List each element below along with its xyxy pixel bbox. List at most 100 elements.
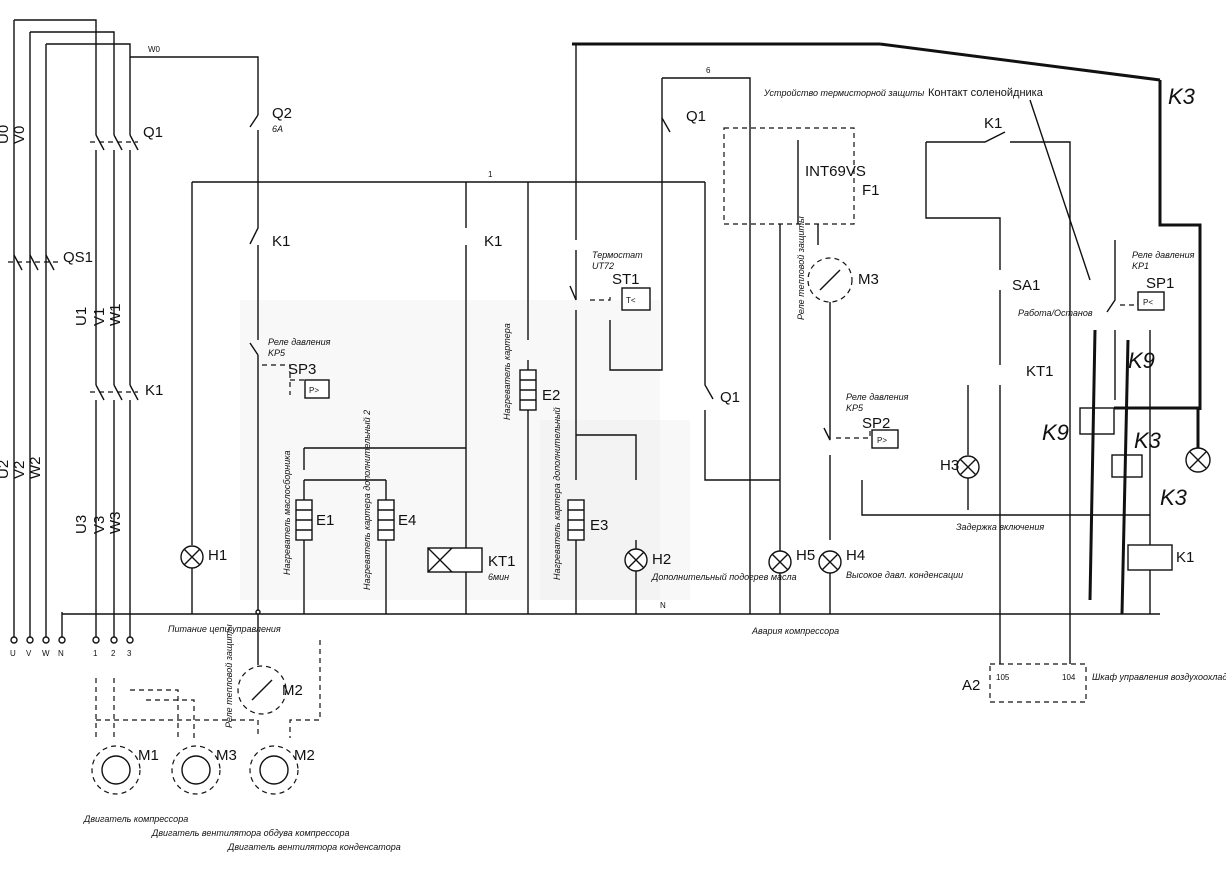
sp3-pressure-box (304, 379, 330, 399)
label-k1-aux: K1 (272, 233, 290, 250)
label-e4: E4 (398, 512, 416, 529)
label-k3-hand-2: K3 (1160, 485, 1188, 510)
label-u2: U2 (0, 460, 12, 479)
q1-ctrl-contact (661, 117, 671, 133)
m2-link (289, 640, 321, 738)
terminal-2: 2 (111, 649, 116, 658)
label-sa1: SA1 (1012, 277, 1040, 294)
k1-coil-icon (1127, 544, 1173, 571)
label-e4-note: Нагреватель картера дополнительный 2 (362, 410, 372, 590)
label-f1: F1 (862, 182, 880, 199)
motor-feeders (95, 678, 259, 738)
e2-heater-icon (519, 369, 537, 411)
terminal-3: 3 (127, 649, 132, 658)
label-m1-note: Двигатель компрессора (83, 814, 188, 824)
label-h4-note: Высокое давл. конденсации (846, 570, 963, 580)
sp1-pressure-box (1137, 291, 1165, 311)
label-sp2-title: Реле давления (846, 392, 909, 402)
wire-st1 (569, 44, 637, 614)
label-kt1-time: 6мин (488, 572, 509, 582)
paper-tint-2 (540, 420, 690, 600)
label-m1: M1 (138, 747, 159, 764)
label-k1-nc: K1 (484, 233, 502, 250)
wire-e4 (304, 479, 387, 614)
terminal-n: N (58, 649, 64, 658)
label-e2: E2 (542, 387, 560, 404)
label-f1-model: INT69VS (805, 163, 866, 180)
label-k1-coil: K1 (1176, 549, 1194, 566)
label-h2-note: Дополнительный подогрев масла (651, 572, 797, 582)
label-m3: M3 (858, 271, 879, 288)
label-w3: W3 (107, 512, 124, 535)
label-k1-right: K1 (984, 115, 1002, 132)
label-q1: Q1 (143, 124, 163, 141)
m2-motor-icon (249, 745, 299, 795)
wire-handdrawn (1114, 80, 1202, 448)
label-sp3: SP3 (288, 361, 316, 378)
label-sp1-title: Реле давления (1132, 250, 1195, 260)
wire-st1-return (609, 78, 663, 371)
sp2-symbol: P> (877, 436, 887, 445)
label-q1-aux: Q1 (720, 389, 740, 406)
label-a2-105: 105 (996, 673, 1010, 682)
a2-cabinet-frame (989, 663, 1087, 703)
label-a2: A2 (962, 677, 980, 694)
label-m2-top-note: Реле тепловой защиты (224, 624, 234, 728)
label-f1-title: Устройство термисторной защиты (763, 88, 925, 98)
label-u3: U3 (73, 515, 90, 534)
sp2-link (836, 430, 871, 439)
label-qs1: QS1 (63, 249, 93, 266)
label-v1: V1 (91, 308, 108, 326)
terminal-u: U (10, 649, 16, 658)
label-e3: E3 (590, 517, 608, 534)
kt1-timer-icon (427, 547, 483, 573)
terminal-w: W (42, 649, 50, 658)
sp2-pressure-box (871, 429, 899, 449)
k9-coil-icon (1079, 407, 1115, 435)
label-sp1: SP1 (1146, 275, 1174, 292)
label-m3-note: Реле тепловой защиты (796, 216, 806, 320)
bus-6 (662, 77, 751, 90)
label-h5: H5 (796, 547, 815, 564)
label-v0: V0 (11, 126, 28, 144)
sp1-symbol: P< (1143, 298, 1153, 307)
sp1-link (1120, 300, 1139, 306)
h2-lamp-icon (624, 548, 648, 572)
bus-top-bold (572, 42, 1161, 82)
wire-q1-aux (704, 182, 780, 481)
label-q2-rating: 6A (272, 124, 283, 134)
wire-sp1 (1106, 240, 1116, 400)
st1-sensor-box (621, 287, 651, 311)
label-sa1-note: Работа/Останов (1018, 308, 1093, 318)
column-q2 (249, 114, 305, 665)
k3-lamp-icon (1185, 447, 1211, 473)
label-w0: W0 (148, 45, 161, 54)
label-k9-hand: K9 (1042, 420, 1069, 445)
label-h4: H4 (846, 547, 865, 564)
bus-w0 (130, 56, 259, 115)
e1-heater-icon (295, 499, 313, 541)
sp3-symbol: P> (309, 386, 319, 395)
label-m3b-note: Двигатель вентилятора обдува компрессора (151, 828, 350, 838)
wire-a2 (999, 640, 1071, 664)
label-q2: Q2 (272, 105, 292, 122)
h1-lamp-icon (180, 545, 204, 569)
st1-symbol: T< (626, 296, 636, 305)
wire-handdrawn-2 (1088, 329, 1130, 615)
m1-motor-icon (91, 745, 141, 795)
k3-coil-icon (1111, 454, 1143, 478)
e4-heater-icon (377, 499, 395, 541)
label-k3-hand: K3 (1134, 428, 1162, 453)
label-sp3-model: KP5 (268, 348, 286, 358)
wire-m3 (823, 302, 831, 614)
label-kt1b: KT1 (1026, 363, 1054, 380)
h5-lamp-icon (768, 550, 792, 574)
label-h5-note: Авария компрессора (751, 626, 839, 636)
label-m2-note: Двигатель вентилятора конденсатора (227, 842, 401, 852)
solenoid-arrow (1029, 99, 1091, 281)
wire-f1 (749, 90, 819, 614)
label-v2: V2 (11, 461, 28, 479)
label-k3-hand-3: K3 (1168, 84, 1196, 109)
label-e3-note: Нагреватель картера дополнительный (552, 407, 562, 580)
